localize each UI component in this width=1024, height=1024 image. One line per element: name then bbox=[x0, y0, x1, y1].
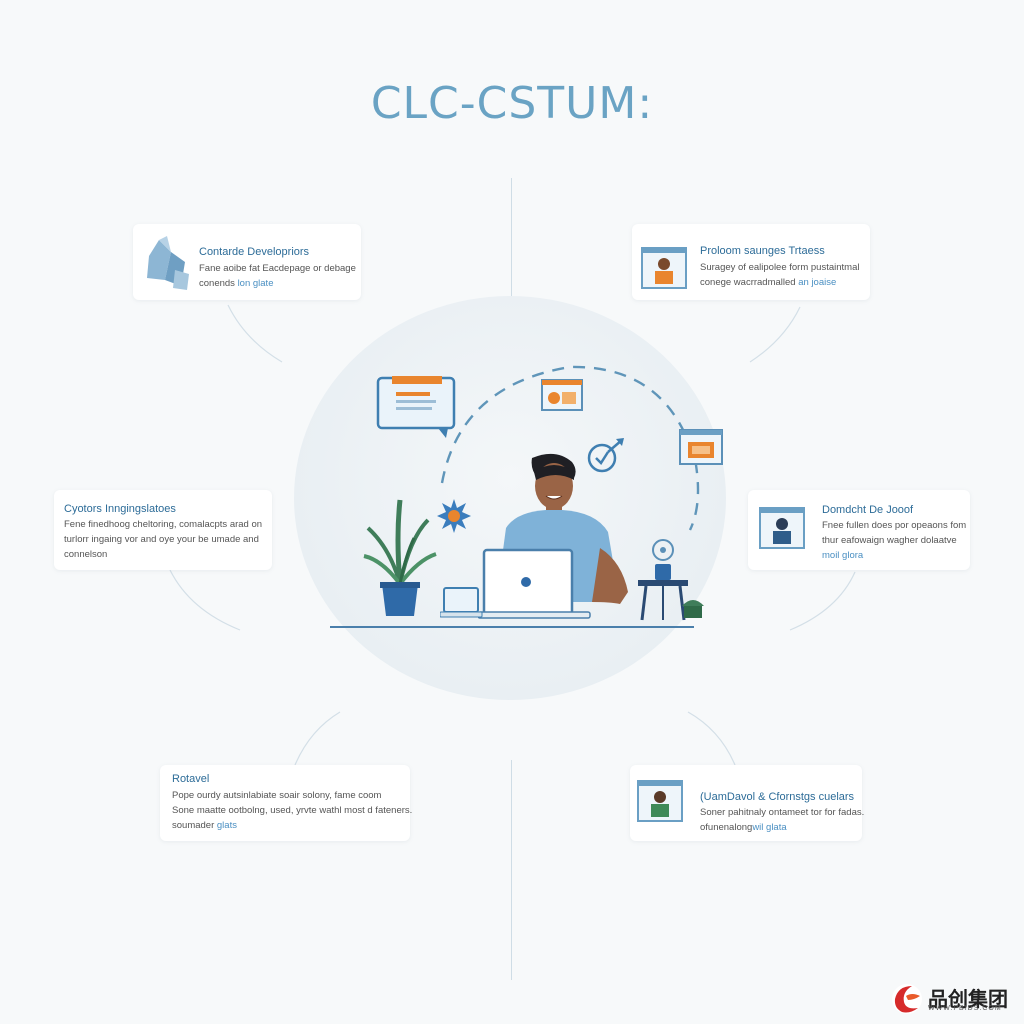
crystal-icon bbox=[147, 236, 189, 290]
card-text-line: Soner pahitnaly ontameet tor for fadas. bbox=[700, 807, 865, 818]
card-text-line: Fnee fullen does por opeaons fom bbox=[822, 520, 967, 531]
card-uamdavol-cfornstgs: (UamDavol & Cfornstgs cuelars Soner pahi… bbox=[630, 765, 865, 841]
arc-mid-right bbox=[789, 571, 856, 631]
card-link[interactable]: moil glora bbox=[822, 550, 864, 561]
card-domdcht-de-jooof: Domdcht De Jooof Fnee fullen does por op… bbox=[748, 490, 970, 570]
portrait-blue-icon bbox=[759, 507, 805, 549]
card-text: soumader bbox=[172, 820, 217, 831]
brand-logo-icon bbox=[892, 984, 922, 1014]
card-proloom-saunges: Proloom saunges Trtaess Suragey of ealip… bbox=[632, 224, 870, 300]
card-title: Cyotors Inngingslatoes bbox=[64, 503, 176, 515]
arc-top-right bbox=[749, 306, 801, 363]
card-title: Proloom saunges Trtaess bbox=[700, 245, 825, 257]
plant-icon bbox=[363, 499, 437, 616]
watermark-subtext: WWW.PBIDS.COM bbox=[928, 1005, 1002, 1012]
portrait-orange-icon bbox=[641, 247, 687, 289]
card-text-line: conege wacrradmalled an joaise bbox=[700, 277, 836, 288]
card-text-line: conends lon glate bbox=[199, 278, 273, 289]
card-link[interactable]: lon glate bbox=[237, 278, 274, 289]
folder-card-icon bbox=[679, 429, 723, 465]
card-title: (UamDavol & Cfornstgs cuelars bbox=[700, 791, 855, 803]
laptop-icon bbox=[478, 548, 591, 619]
card-contarde-developriors: Contarde Developriors Fane aoibe fat Eac… bbox=[133, 224, 361, 300]
central-hub bbox=[294, 296, 726, 700]
compass-icon bbox=[587, 438, 624, 473]
card-text-line: ofunenalongwil glata bbox=[700, 822, 787, 833]
card-text-line: soumader glats bbox=[172, 820, 237, 831]
arc-bottom-left bbox=[294, 711, 341, 766]
card-text: conends bbox=[199, 278, 238, 289]
stool-icon bbox=[638, 580, 688, 621]
arc-bottom-right bbox=[687, 711, 736, 766]
lamp-icon bbox=[652, 539, 674, 580]
tablet-icon bbox=[440, 587, 483, 618]
portrait-green-icon bbox=[637, 780, 683, 822]
card-text-line: Pope ourdy autsinlabiate soair solony, f… bbox=[172, 790, 382, 801]
photo-card-icon bbox=[541, 379, 583, 411]
card-text-line: Fane aoibe fat Eacdepage or debage bbox=[199, 263, 356, 274]
card-text-line: turlorr ingaing vor and oye your be umad… bbox=[64, 534, 259, 545]
card-text-line: connelson bbox=[64, 549, 108, 560]
card-text-line: Fene finedhoog cheltoring, comalacpts ar… bbox=[64, 519, 263, 530]
card-link[interactable]: wil glata bbox=[752, 822, 787, 833]
card-cyotors-inngingslatoes: Cyotors Inngingslatoes Fene finedhoog ch… bbox=[54, 490, 272, 570]
card-text-line: Suragey of ealipolee form pustaintmal bbox=[700, 262, 860, 273]
card-rotavel: Rotavel Pope ourdy autsinlabiate soair s… bbox=[160, 765, 413, 841]
card-title: Domdcht De Jooof bbox=[822, 504, 914, 516]
card-text-line: thur eafowaign wagher dolaatve bbox=[822, 535, 957, 546]
dashed-orbit bbox=[440, 365, 700, 531]
arc-mid-left bbox=[169, 569, 241, 631]
card-text: conege wacrradmalled bbox=[700, 277, 799, 288]
card-title: Rotavel bbox=[172, 773, 210, 785]
desk-line bbox=[330, 626, 694, 628]
card-link[interactable]: an joaise bbox=[798, 277, 837, 288]
flower-icon bbox=[437, 499, 471, 533]
small-plant-icon bbox=[682, 600, 704, 618]
top-connector-line bbox=[511, 178, 512, 298]
chat-window-icon bbox=[376, 376, 456, 438]
card-text: ofunenalong bbox=[700, 822, 753, 833]
watermark-text: 品创集团 bbox=[928, 989, 1008, 1011]
page-title: CLC-CSTUM: bbox=[370, 78, 654, 129]
card-link[interactable]: glats bbox=[216, 820, 237, 831]
card-title: Contarde Developriors bbox=[199, 246, 310, 258]
bottom-connector-line bbox=[511, 760, 512, 980]
arc-top-left bbox=[227, 304, 283, 363]
card-text-line: Sone maatte ootbolng, used, yrvte wathl … bbox=[172, 805, 413, 816]
